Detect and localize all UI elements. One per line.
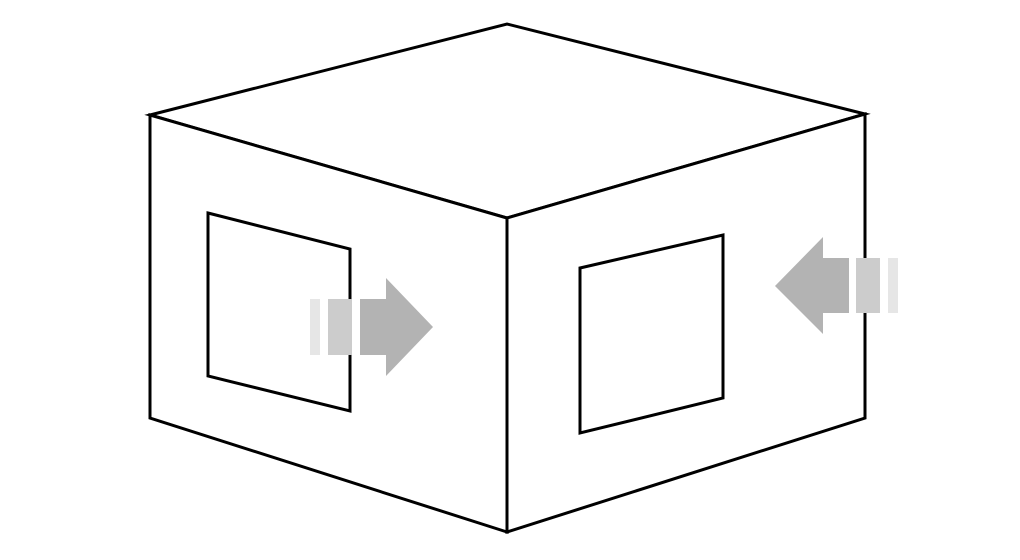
inflow-arrow-left <box>310 278 433 376</box>
arrow-stripe-light <box>888 258 898 313</box>
right-window <box>578 233 725 435</box>
left-window <box>206 211 352 413</box>
arrow-left-icon <box>775 237 849 334</box>
box <box>144 22 871 535</box>
arrow-stripe-light <box>310 299 320 355</box>
arrow-stripe-dark <box>328 299 352 355</box>
inflow-arrow-right <box>775 237 898 334</box>
arrow-right-icon <box>360 278 433 376</box>
arrow-stripe-dark <box>856 258 880 313</box>
